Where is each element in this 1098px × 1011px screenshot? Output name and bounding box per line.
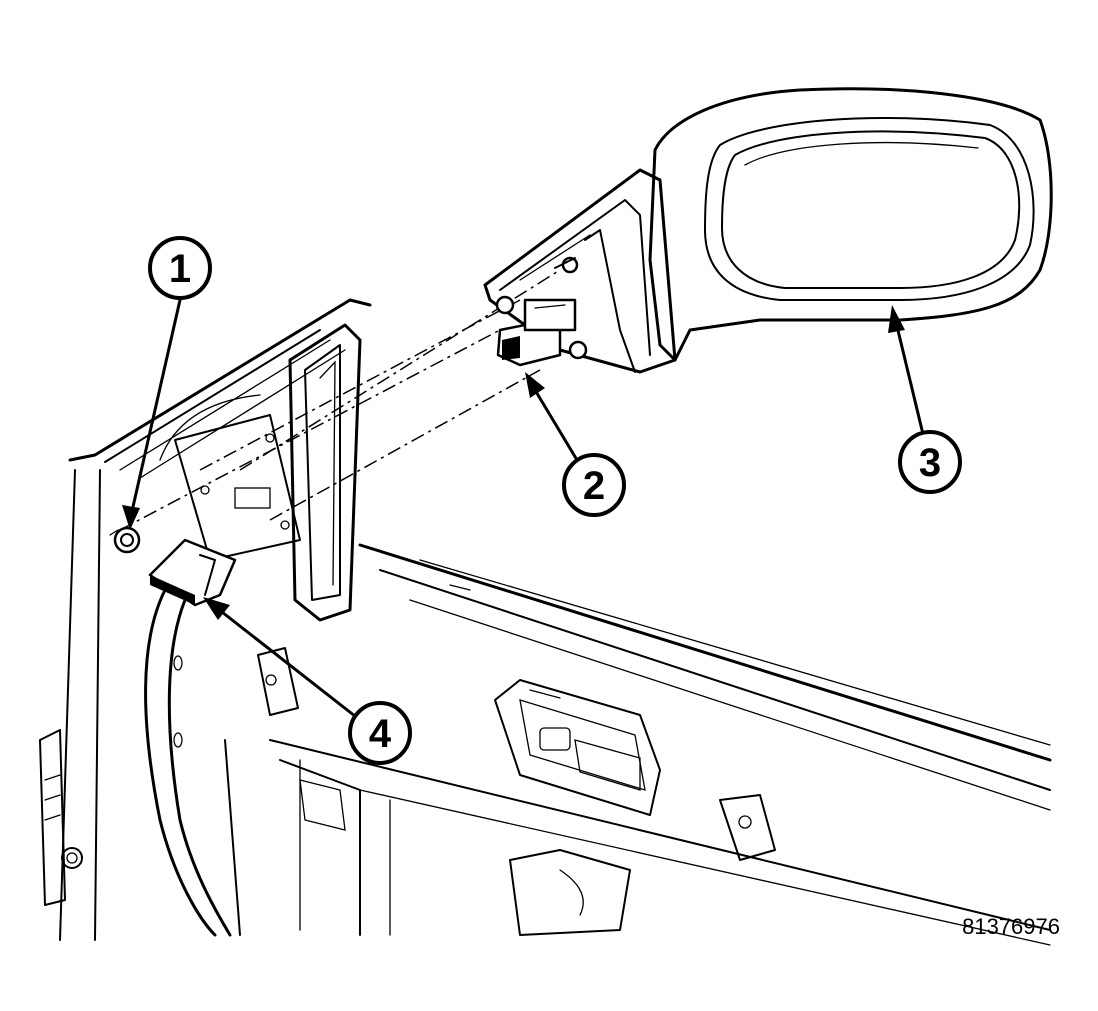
mirror-assembly — [483, 87, 1053, 374]
figure-id: 81376976 — [962, 914, 1060, 939]
callout-3-label: 3 — [919, 441, 941, 485]
callout-4: 4 — [348, 701, 412, 765]
callout-3: 3 — [898, 430, 962, 494]
door-panel — [39, 298, 1052, 946]
alignment-lines — [119, 269, 561, 531]
leader-arrows — [122, 298, 924, 722]
callout-2: 2 — [562, 453, 626, 517]
callout-4-label: 4 — [369, 712, 392, 756]
callout-2-label: 2 — [583, 464, 605, 508]
mounting-nut — [109, 526, 141, 554]
callout-1: 1 — [148, 236, 212, 300]
callout-1-label: 1 — [169, 247, 191, 291]
mirror-seal — [288, 323, 362, 622]
door-harness-connector — [144, 538, 241, 937]
